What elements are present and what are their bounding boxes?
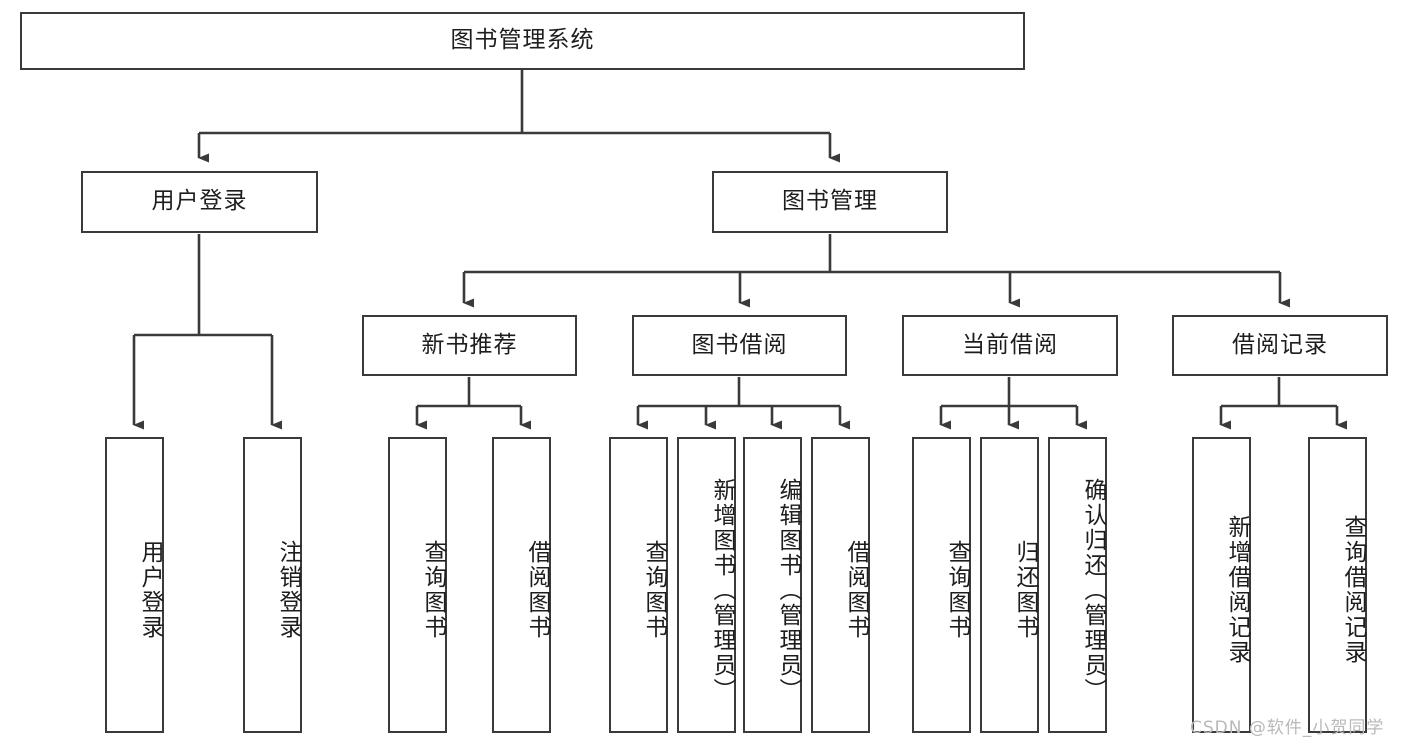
leaf-new-book-borrow[interactable]: 借阅图书: [492, 437, 551, 733]
leaf-current-borrow-query[interactable]: 查询图书: [912, 437, 971, 733]
node-new-book-recommend[interactable]: 新书推荐: [362, 315, 577, 376]
leaf-book-borrow-add[interactable]: 新增图书（管理员）: [677, 437, 736, 733]
csdn-watermark: CSDN @软件_小贺同学: [1190, 718, 1385, 738]
leaf-user-login-login[interactable]: 用户登录: [105, 437, 164, 733]
node-current-borrow[interactable]: 当前借阅: [902, 315, 1118, 376]
node-borrow-record[interactable]: 借阅记录: [1172, 315, 1388, 376]
leaf-book-borrow-edit[interactable]: 编辑图书（管理员）: [743, 437, 802, 733]
node-root-system[interactable]: 图书管理系统: [20, 12, 1025, 70]
leaf-new-book-query[interactable]: 查询图书: [388, 437, 447, 733]
leaf-current-borrow-confirm-return[interactable]: 确认归还（管理员）: [1048, 437, 1107, 733]
leaf-borrow-record-add[interactable]: 新增借阅记录: [1192, 437, 1251, 733]
leaf-user-login-logout[interactable]: 注销登录: [243, 437, 302, 733]
leaf-current-borrow-return[interactable]: 归还图书: [980, 437, 1039, 733]
leaf-book-borrow-borrow[interactable]: 借阅图书: [811, 437, 870, 733]
node-user-login[interactable]: 用户登录: [81, 171, 318, 233]
node-book-management[interactable]: 图书管理: [712, 171, 948, 233]
node-book-borrow[interactable]: 图书借阅: [632, 315, 847, 376]
leaf-book-borrow-query[interactable]: 查询图书: [609, 437, 668, 733]
leaf-borrow-record-query[interactable]: 查询借阅记录: [1308, 437, 1367, 733]
